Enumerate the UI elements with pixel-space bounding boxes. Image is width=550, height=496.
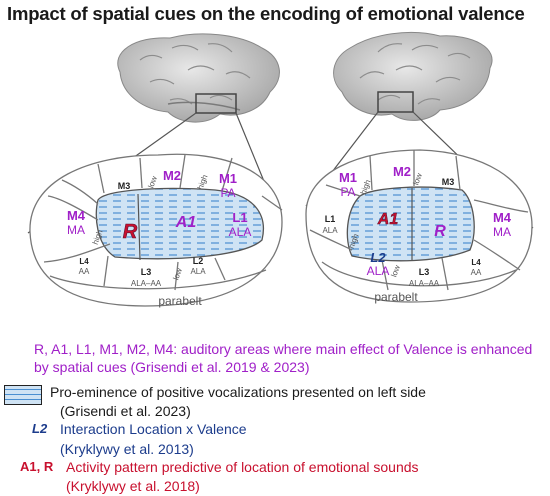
legend-preeminence-text: Pro-eminence of positive vocalizations p… [50,384,426,400]
legend-interaction-ref: (Kryklywy et al. 2013) [60,441,194,457]
right-label-l4: L4 [471,258,481,267]
left-label-a1: A1 [175,214,197,231]
legend-preeminence-ref: (Grisendi et al. 2023) [60,403,191,419]
right-label-a1: A1 [377,211,399,228]
right-label-low-top: low [411,172,424,187]
left-label-l3: L3 [141,267,152,277]
left-label-low-top: low [146,175,159,190]
legend-hatch-swatch [4,385,42,405]
right-map-labels: M1 PA high M2 low M3 L1 ALA A1 R M4 MA L… [322,164,511,304]
legend-a1r-tag: A1, R [20,459,54,474]
left-label-m1: M1 [219,171,237,186]
left-map-labels: M2 low M3 M1 PA high M4 MA L1 ALA L4 AA … [67,168,251,308]
right-label-m3: M3 [442,177,455,187]
left-label-l1: L1 [232,210,247,225]
left-zoom-box [195,93,237,114]
left-label-l4-aa: AA [79,267,90,276]
right-label-m1: M1 [339,170,357,185]
right-label-parabelt: parabelt [374,290,418,304]
right-label-l1: L1 [325,214,336,224]
right-auditory-map [305,149,533,303]
right-label-l2: L2 [370,250,386,265]
legend-interaction-text: Interaction Location x Valence [60,421,247,437]
right-label-l1-ala: ALA [322,226,338,235]
right-label-l3: L3 [419,267,430,277]
page-title: Impact of spatial cues on the encoding o… [7,3,525,24]
right-brain [333,31,493,121]
left-label-ma: MA [67,223,85,237]
legend-l2-tag: L2 [32,421,48,436]
left-label-l1-ala: ALA [229,225,252,239]
right-label-m4: M4 [493,210,512,225]
left-label-pa: PA [220,186,235,200]
legend-activity-ref: (Kryklywy et al. 2018) [66,478,200,494]
right-label-m2: M2 [393,164,411,179]
legend-valence-text: R, A1, L1, M1, M2, M4: auditory areas wh… [34,341,533,375]
right-zoom-box [377,91,414,113]
left-label-l2: L2 [193,256,204,266]
left-label-l4: L4 [79,257,89,266]
right-label-l2-ala: ALA [367,264,390,278]
left-label-m4: M4 [67,208,86,223]
left-brain [117,33,280,123]
legend-activity-text: Activity pattern predictive of location … [66,459,419,475]
right-label-low-bottom: low [389,264,402,279]
left-label-l3-ala-aa: ALA–AA [131,279,162,288]
left-label-m2: M2 [163,168,181,183]
right-label-r: R [434,223,446,240]
right-label-l3-ala-aa: ALA–AA [409,279,440,288]
right-label-ma: MA [493,225,511,239]
left-label-low-bottom: low [171,267,184,282]
right-label-pa: PA [340,185,355,199]
left-label-parabelt: parabelt [158,294,202,308]
right-label-l4-aa: AA [471,268,482,277]
left-label-r: R [123,221,138,243]
left-auditory-map [29,153,283,307]
left-label-l2-ala: ALA [190,267,206,276]
left-label-m3: M3 [118,181,131,191]
auditory-cortex-diagram: M2 low M3 M1 PA high M4 MA L1 ALA L4 AA … [27,31,534,308]
